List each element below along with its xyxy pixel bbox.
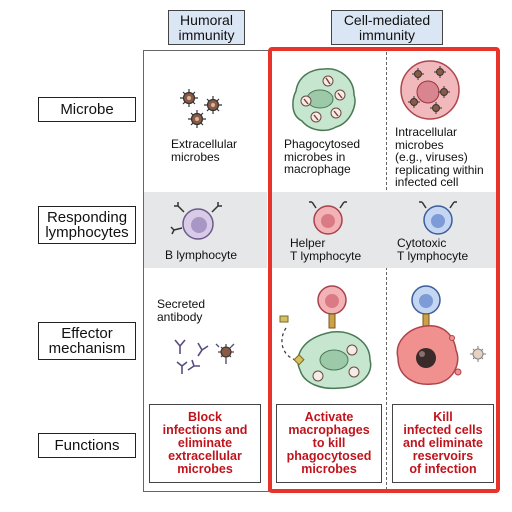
macrophage-activation-icon <box>279 285 372 390</box>
secreted-antibody-icon <box>174 339 235 374</box>
cytotoxic-t-lymphocyte-caption: Cytotoxic T lymphocyte <box>397 236 469 263</box>
b-lymphocyte-icon <box>170 202 222 240</box>
extracellular-microbes-icon <box>180 89 222 128</box>
cytotoxic-t-lymphocyte-icon <box>419 201 457 235</box>
row-label-responding-lymphocytes: Responding lymphocytes <box>38 206 136 244</box>
responding-row-band <box>272 192 496 268</box>
helper-t-lymphocyte-icon <box>309 201 347 235</box>
row-label-effector-mechanism: Effector mechanism <box>38 322 136 360</box>
function-cytotoxic-t: Kill infected cells and eliminate reserv… <box>392 404 494 483</box>
humoral-immunity-header: Humoral immunity <box>168 10 245 45</box>
helper-t-lymphocyte-caption: Helper T lymphocyte <box>290 236 362 263</box>
row-label-microbe: Microbe <box>38 97 136 122</box>
infected-cell-intracellular-microbes-icon <box>400 60 460 120</box>
b-lymphocyte-caption: B lymphocyte <box>165 248 238 262</box>
intracellular-microbes-caption: Intracellular microbes (e.g., viruses) r… <box>395 125 484 189</box>
phagocytosed-microbes-macrophage-icon <box>292 68 356 132</box>
row-label-functions: Functions <box>38 433 136 458</box>
extracellular-microbes-caption: Extracellular microbes <box>171 137 238 164</box>
secreted-antibody-caption: Secreted antibody <box>157 297 206 324</box>
function-helper-t: Activate macrophages to kill phagocytose… <box>276 404 382 483</box>
cell-mediated-highlight-frame <box>268 47 500 493</box>
cell-mediated-immunity-header: Cell-mediated immunity <box>331 10 443 45</box>
infected-cell-killing-icon <box>396 285 486 385</box>
function-humoral: Block infections and eliminate extracell… <box>149 404 261 483</box>
cell-mediated-divider <box>386 52 387 490</box>
phagocytosed-microbes-caption: Phagocytosed microbes in macrophage <box>284 137 361 176</box>
